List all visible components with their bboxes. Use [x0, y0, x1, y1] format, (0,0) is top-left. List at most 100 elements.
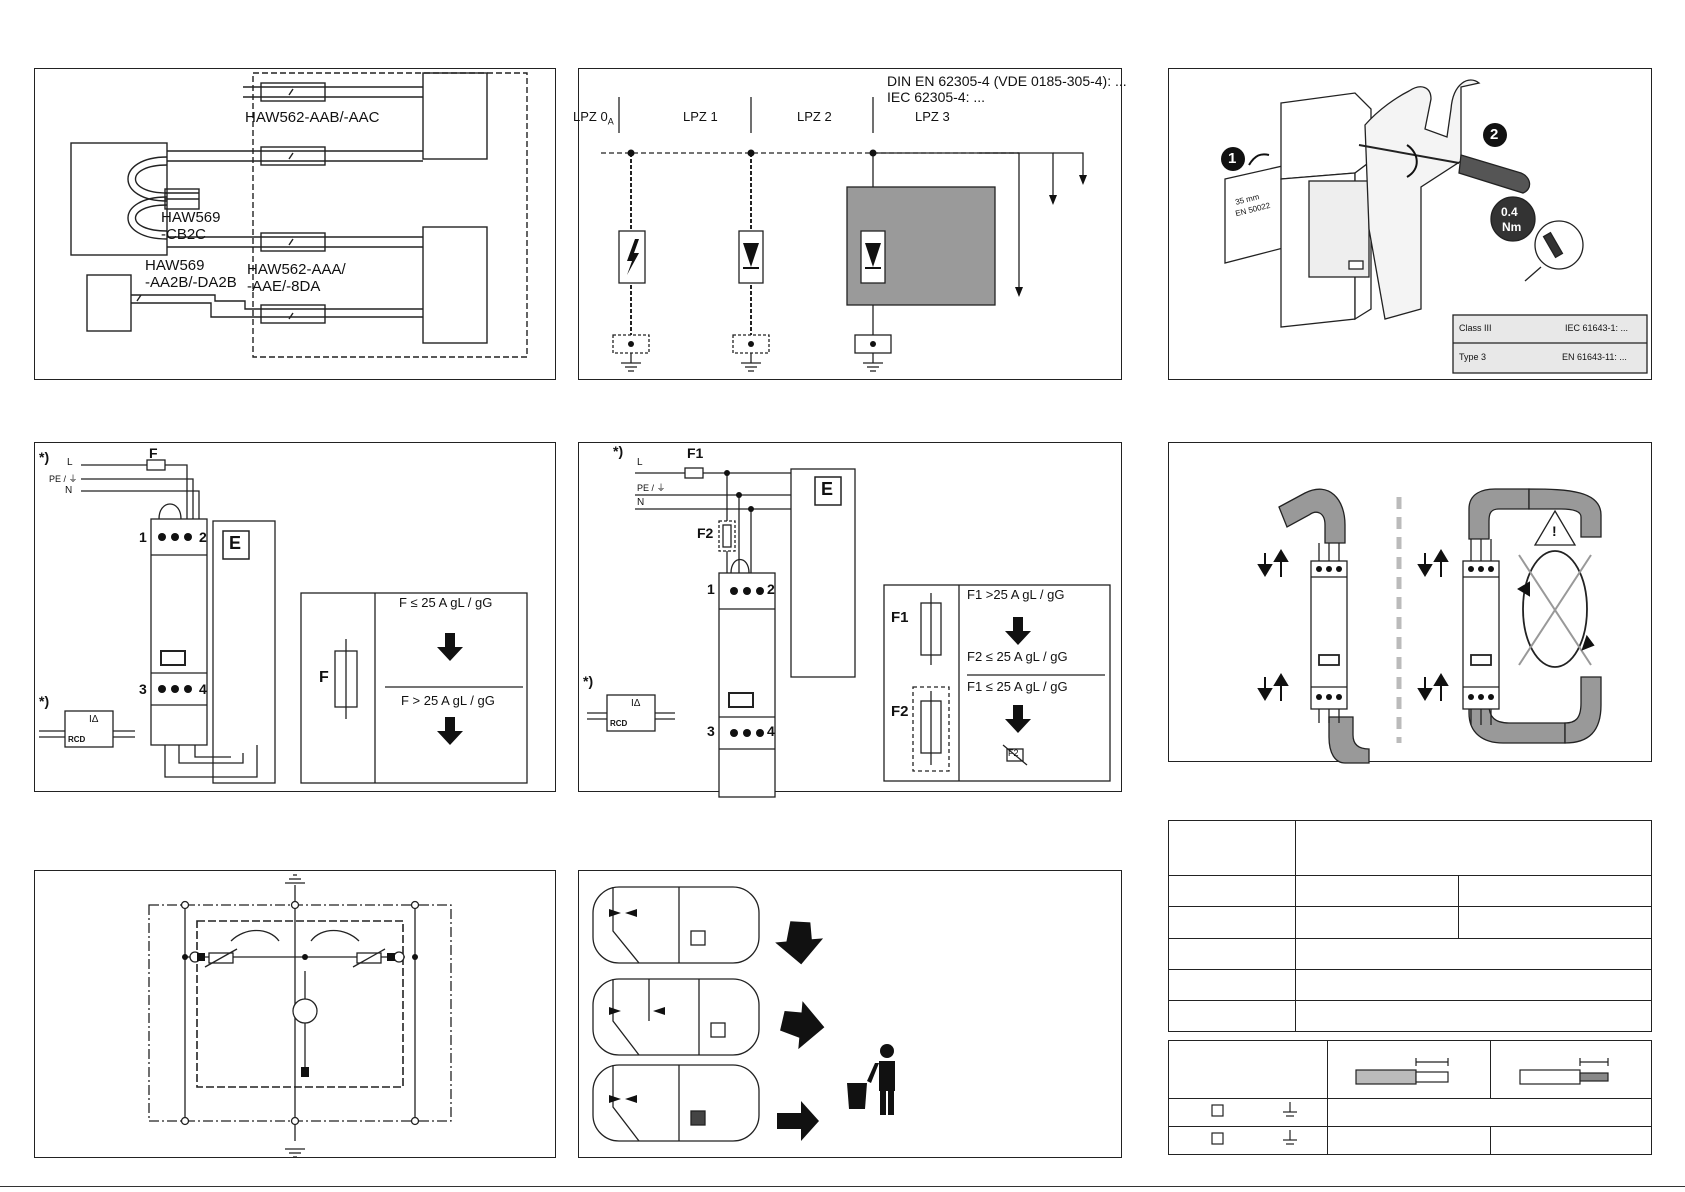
- arrow-right-icon: [775, 921, 824, 965]
- technical-data-table: [1168, 819, 1652, 1033]
- rcd-idelta-2: IΔ: [631, 698, 641, 709]
- class-type-box: [1452, 314, 1648, 374]
- arrow-down-icon-3: [1005, 617, 1031, 645]
- table-row: [1168, 1098, 1652, 1127]
- panel-fuse-wiring-f1-f2: *) F1 L PE / ⏚ N F2 1 2 3 4 E *) IΔ RCD …: [578, 442, 1122, 798]
- label-haw569-aa2b-line2: -AA2B/-DA2B: [145, 274, 237, 291]
- table-cell: [1168, 1126, 1328, 1155]
- lpz0-text: LPZ 0: [573, 109, 608, 124]
- table-row: [1168, 906, 1652, 939]
- type-standard: EN 61643-11: ...: [1562, 352, 1627, 362]
- warning-icon: [1533, 509, 1577, 546]
- inner-module: [196, 920, 404, 1088]
- table-cell: [1168, 819, 1296, 877]
- lpz-diagram: [601, 97, 1087, 372]
- footnote-marker-4: *): [583, 673, 594, 689]
- dashed-enclosure: [252, 72, 528, 358]
- panel-fuse-wiring-f: *) F L PE / ⏚ N 1 2 3 4 E *) IΔ RCD F F …: [34, 442, 556, 792]
- label-haw562-aaa-line1: HAW562-AAA/: [247, 261, 346, 278]
- panel-application-wiring: HAW562-AAB/-AAC HAW569 -CB2C HAW569 -AA2…: [34, 68, 556, 380]
- label-haw569-cb2c-line1: HAW569: [161, 209, 221, 226]
- table-row: [1168, 937, 1652, 970]
- table-cell: [1168, 999, 1296, 1033]
- rcd-label: RCD: [68, 735, 86, 744]
- step-2-number: 2: [1490, 126, 1499, 143]
- terminal-2-b: 2: [767, 581, 775, 597]
- equipment-label: E: [229, 533, 242, 553]
- torque-badge: [1490, 196, 1536, 242]
- conductor-icons: [1211, 1058, 1609, 1145]
- table-row: [1168, 819, 1652, 877]
- arrow-down-icon-4: [1005, 705, 1031, 733]
- label-haw562-aaa-line2: -AAE/-8DA: [247, 278, 321, 295]
- class-label: Class III: [1459, 323, 1492, 333]
- fuse-f1-f2-diagram: [587, 467, 1111, 798]
- fuse-label: F: [149, 445, 158, 461]
- table-cell: [1327, 1126, 1491, 1155]
- condition-f2-le-25a: F2 ≤ 25 A gL / gG: [967, 649, 1068, 664]
- lpz0-label: LPZ 0A: [573, 109, 614, 127]
- person-head: [880, 1044, 894, 1058]
- footnote-marker-3: *): [613, 443, 624, 459]
- cable-out-ok: [1328, 716, 1370, 764]
- equipment-label-2: E: [821, 479, 834, 499]
- indicator-ok: [592, 886, 760, 964]
- solid-wire-conductor: [1579, 1072, 1609, 1082]
- line-pe-label-2: PE / ⏚: [637, 483, 666, 493]
- thermal-link-left: [230, 929, 280, 942]
- outer-housing: [148, 904, 452, 1122]
- lpz1-label: LPZ 1: [683, 109, 718, 124]
- spd-device: [150, 518, 208, 746]
- mounting-illustration: [1221, 79, 1648, 374]
- trash-disposal-icon: [847, 1083, 867, 1109]
- footnote-marker-2: *): [39, 693, 50, 709]
- warning-exclamation: !: [1552, 523, 1557, 539]
- fuse-f1-label: F1: [687, 445, 704, 461]
- conductor-table-wrapper: [1168, 1040, 1652, 1155]
- table-cell: [1295, 999, 1652, 1033]
- conductor-table: [1168, 1040, 1652, 1155]
- table-cell: [1295, 906, 1459, 939]
- lpz2-label: LPZ 2: [797, 109, 832, 124]
- table-f1-label: F1: [891, 609, 909, 626]
- table-cell: [1295, 937, 1652, 970]
- rcd-label-2: RCD: [610, 719, 628, 728]
- table-f2-label: F2: [891, 703, 909, 720]
- line-n-label-2: N: [637, 497, 645, 508]
- blade-detail: [1534, 220, 1584, 270]
- screwdriver-handle: [1458, 154, 1531, 194]
- standard-din: DIN EN 62305-4 (VDE 0185-305-4): ...: [887, 73, 1127, 89]
- panel-internal-circuit: [34, 870, 556, 1158]
- table-cell: [1295, 968, 1652, 1001]
- condition-le-25a: F ≤ 25 A gL / gG: [399, 595, 493, 610]
- solid-wire-insulation: [1519, 1069, 1581, 1085]
- rcd-idelta: IΔ: [89, 714, 99, 725]
- line-pe-label: PE / ⏚: [49, 474, 78, 484]
- panel-mounting: 1 2 35 mm EN 50022 0.4 Nm Class III IEC …: [1168, 68, 1652, 380]
- table-cell: [1458, 906, 1652, 939]
- table-cell: [1168, 1040, 1328, 1099]
- hand: [1364, 79, 1481, 320]
- f2-not-required: F2: [1008, 748, 1019, 758]
- checkbox-icon-2: [1211, 1132, 1224, 1145]
- table-cell: [1295, 819, 1652, 877]
- label-haw562-aab: HAW562-AAB/-AAC: [245, 109, 380, 126]
- line-l-label-2: L: [637, 457, 643, 468]
- internal-circuit-diagram: [148, 874, 452, 1158]
- class-standard: IEC 61643-1: ...: [1565, 323, 1629, 333]
- table-cell: [1327, 1098, 1652, 1127]
- small-device-box: [86, 274, 132, 332]
- fuse-f1-symbol: [684, 467, 704, 479]
- arrow-down-icon-2: [437, 717, 463, 745]
- table-cell: [1490, 1126, 1652, 1155]
- device-top: [1280, 92, 1372, 180]
- table-cell: [1168, 937, 1296, 970]
- wiring-diagram: [70, 72, 528, 358]
- line-n-label: N: [65, 485, 73, 496]
- panel-status-indicator: [578, 870, 1122, 1158]
- terminal-3-b: 3: [707, 723, 715, 739]
- rotate-arrow-2: [1406, 144, 1418, 178]
- load-box-top: [422, 72, 488, 160]
- table-cell: [1168, 875, 1296, 908]
- cable-routing-diagram: [1257, 488, 1602, 764]
